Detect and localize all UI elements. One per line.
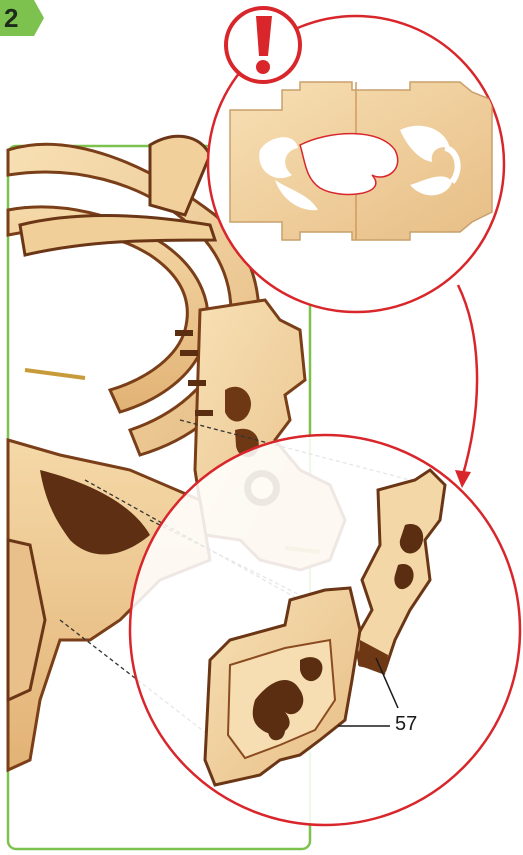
exclamation-mark-icon xyxy=(243,14,283,76)
step-badge-container: 2 xyxy=(0,0,44,36)
step-number: 2 xyxy=(4,3,18,34)
connector-arrow xyxy=(458,285,477,478)
part-number-label: 57 xyxy=(395,713,417,736)
